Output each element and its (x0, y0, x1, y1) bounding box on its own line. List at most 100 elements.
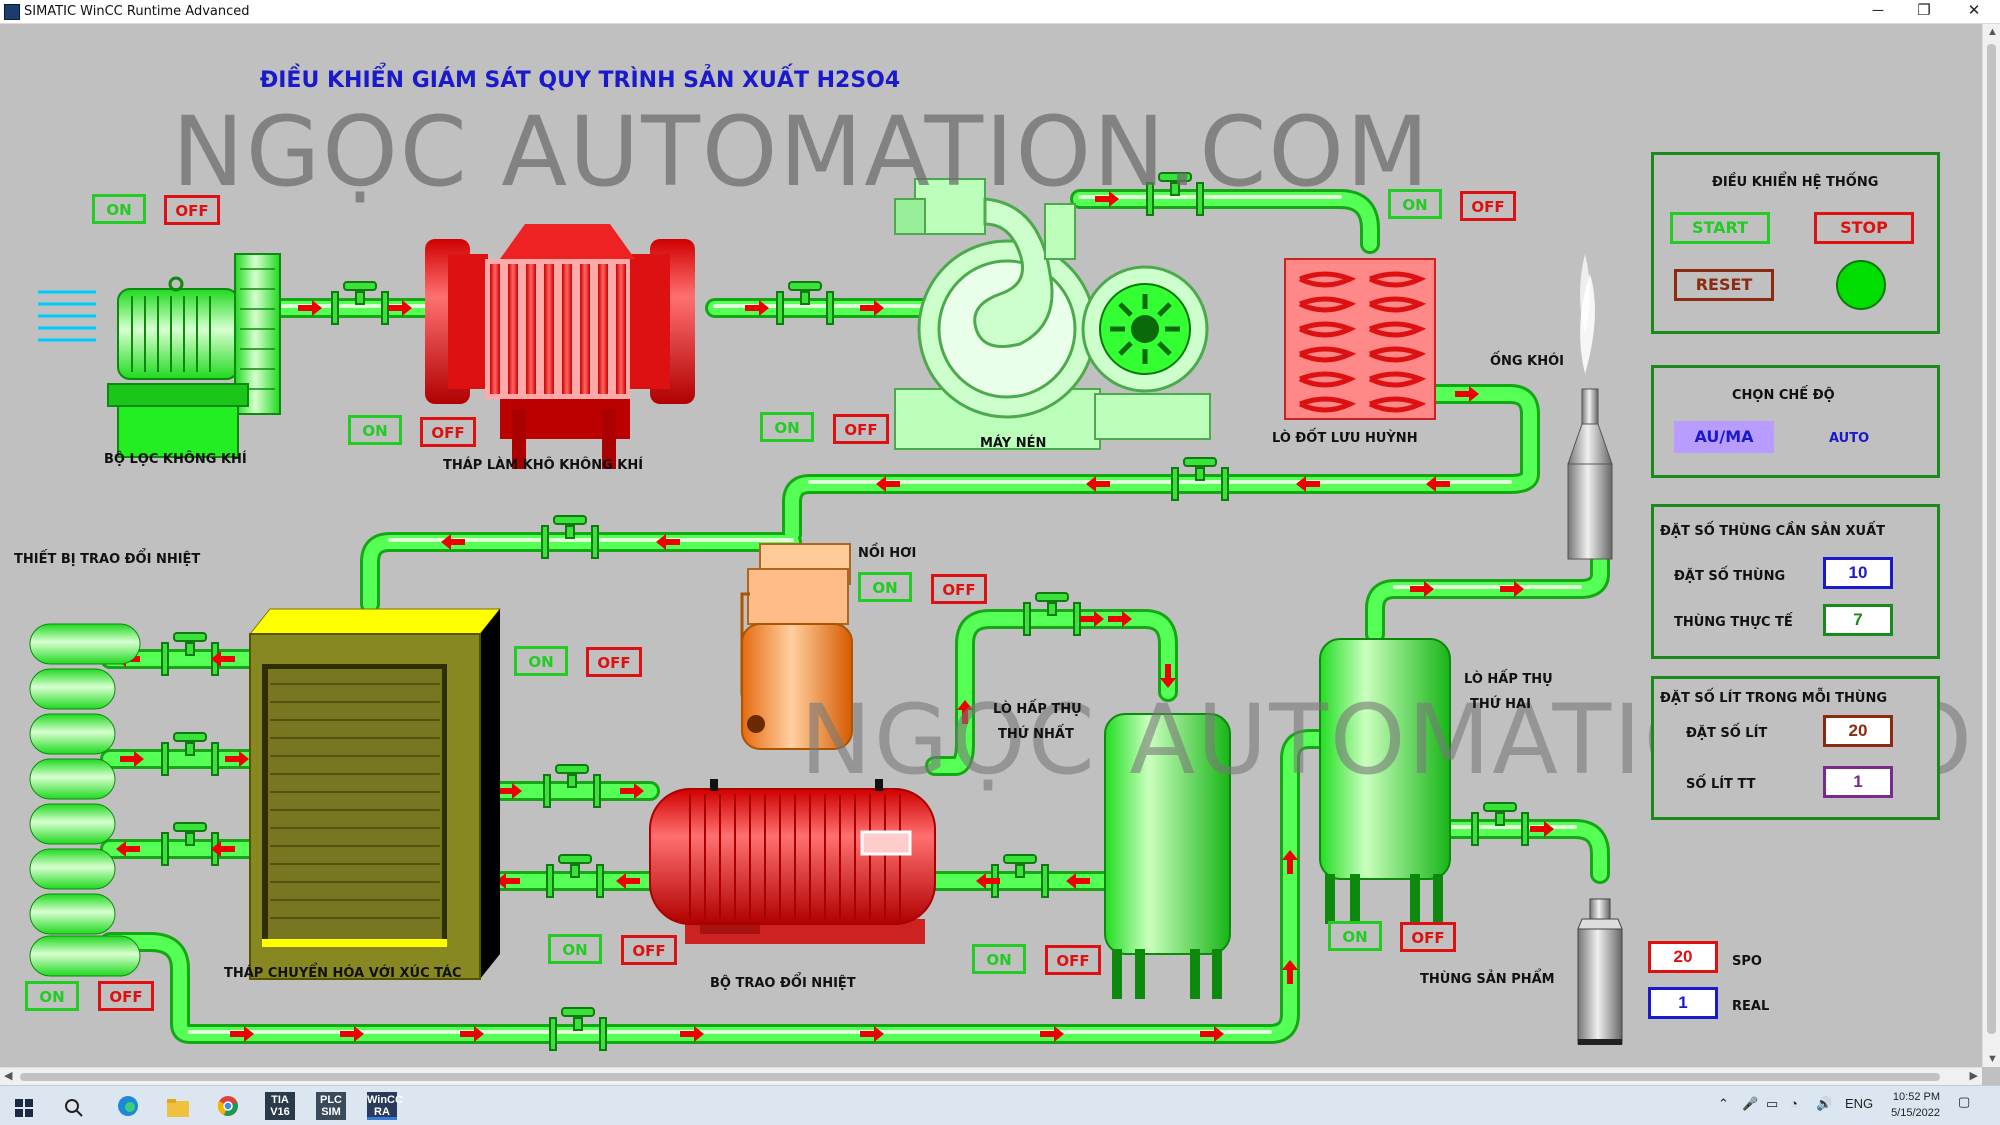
liter-setpoint-title: ĐẶT SỐ LÍT TRONG MỖI THÙNG (1660, 691, 1888, 706)
absorber-2 (1319, 638, 1451, 924)
chimney (1567, 254, 1613, 560)
microphone-icon[interactable]: 🎤 (1742, 1096, 1759, 1111)
chrome-browser-icon[interactable] (206, 1090, 250, 1122)
air-filter-off-button[interactable]: OFF (164, 195, 220, 225)
manual-mode-button[interactable]: AU/MA (1674, 421, 1774, 453)
heat-exchanger-off-button[interactable]: OFF (621, 935, 677, 965)
label-heat-exchanger: BỘ TRAO ĐỔI NHIỆT (710, 976, 856, 991)
valves (161, 172, 1529, 1051)
conversion-tower (248, 608, 502, 980)
drying-tower-off-button[interactable]: OFF (420, 417, 476, 447)
air-filter (38, 253, 281, 458)
flow-arrows (116, 191, 1554, 1042)
label-air-filter: BỘ LỌC KHÔNG KHÍ (104, 452, 247, 467)
close-button[interactable]: ✕ (1967, 2, 1981, 19)
sulfur-furnace (1284, 258, 1436, 420)
spo-field[interactable]: 20 (1648, 941, 1718, 973)
barrel-setpoint-title: ĐẶT SỐ THÙNG CẦN SẢN XUẤT (1660, 524, 1886, 539)
boiler-on-button[interactable]: ON (858, 572, 912, 602)
label-absorber-2-line2: THỨ HAI (1470, 697, 1531, 712)
heat-exchanger-device-off-button[interactable]: OFF (98, 981, 154, 1011)
mode-select-title: CHỌN CHẾ ĐỘ (1732, 388, 1835, 403)
window-titlebar: SIMATIC WinCC Runtime Advanced ─ ❐ ✕ (0, 0, 2000, 24)
drying-tower-on-button[interactable]: ON (348, 415, 402, 445)
watermark-top: NGỌC AUTOMATION.COM (172, 96, 1431, 208)
windows-taskbar: TIA V16 PLC SIM WinCC RA ⌃ 🎤 ▭ ◔ 🔊 ENG 1… (0, 1085, 2000, 1125)
heat-exchanger-device-on-button[interactable]: ON (25, 981, 79, 1011)
file-explorer-icon[interactable] (156, 1090, 200, 1122)
conversion-tower-on-button[interactable]: ON (514, 646, 568, 676)
liter-actual-label: SỐ LÍT TT (1686, 777, 1756, 792)
absorber-1 (1104, 713, 1231, 999)
network-icon[interactable]: ◔ (1790, 1096, 1798, 1111)
compressor (894, 178, 1211, 450)
real-field: 1 (1648, 987, 1718, 1019)
horizontal-scrollbar[interactable]: ◀ ▶ (0, 1067, 1982, 1085)
tray-overflow-icon[interactable]: ⌃ (1718, 1096, 1729, 1111)
edge-browser-icon[interactable] (106, 1090, 150, 1122)
taskbar-app-wincc[interactable]: WinCC RA (367, 1092, 403, 1120)
hmi-screen: NGỌC AUTOMATION.COM NGỌC AUTOMATION.COM … (0, 24, 1982, 1067)
scroll-left-icon[interactable]: ◀ (4, 1070, 13, 1082)
liter-set-field[interactable]: 20 (1823, 715, 1893, 747)
mode-select-panel: CHỌN CHẾ ĐỘ AU/MA AUTO (1651, 365, 1940, 478)
vertical-scrollbar[interactable]: ▲ ▼ (1982, 24, 2000, 1067)
notifications-icon[interactable]: ▢ (1958, 1094, 1971, 1109)
taskbar-app-tia[interactable]: TIA V16 (265, 1092, 295, 1120)
process-diagram (29, 172, 1623, 1051)
auto-mode-button[interactable]: AUTO (1829, 431, 1870, 446)
drying-tower (425, 224, 695, 469)
heat-exchanger-on-button[interactable]: ON (548, 934, 602, 964)
label-boiler: NỒI HƠI (858, 546, 917, 561)
run-indicator-lamp (1836, 260, 1886, 310)
label-conversion-tower: THÁP CHUYỂN HÓA VỚI XÚC TÁC (224, 966, 462, 981)
minimize-button[interactable]: ─ (1872, 2, 1884, 19)
clock-date: 5/15/2022 (1891, 1107, 1940, 1119)
scroll-right-icon[interactable]: ▶ (1969, 1070, 1978, 1082)
scroll-up-icon[interactable]: ▲ (1987, 26, 1998, 38)
taskbar-app-plcsim[interactable]: PLC SIM (316, 1092, 346, 1120)
barrel-actual-label: THÙNG THỰC TẾ (1674, 615, 1793, 630)
barrel-set-label: ĐẶT SỐ THÙNG (1674, 569, 1786, 584)
label-absorber-2-line1: LÒ HẤP THỤ (1464, 672, 1553, 687)
compressor-off-button[interactable]: OFF (833, 414, 889, 444)
reset-button[interactable]: RESET (1674, 269, 1774, 301)
taskbar-clock[interactable]: 10:52 PM 5/15/2022 (1891, 1089, 1940, 1121)
spo-label: SPO (1732, 954, 1762, 969)
barrel-setpoint-panel: ĐẶT SỐ THÙNG CẦN SẢN XUẤT ĐẶT SỐ THÙNG 1… (1651, 504, 1940, 659)
label-product-tank: THÙNG SẢN PHẨM (1420, 972, 1555, 987)
conversion-tower-off-button[interactable]: OFF (586, 647, 642, 677)
label-compressor: MÁY NÉN (980, 436, 1047, 451)
absorber-1-on-button[interactable]: ON (972, 944, 1026, 974)
label-heat-exchanger-device: THIẾT BỊ TRAO ĐỔI NHIỆT (14, 552, 201, 567)
system-control-panel: ĐIỀU KHIỂN HỆ THỐNG START STOP RESET (1651, 152, 1940, 334)
liter-set-label: ĐẶT SỐ LÍT (1686, 726, 1768, 741)
start-menu-icon[interactable] (2, 1090, 46, 1122)
absorber-2-off-button[interactable]: OFF (1400, 922, 1456, 952)
boiler-off-button[interactable]: OFF (931, 574, 987, 604)
wincc-app-icon (4, 4, 20, 20)
absorber-1-off-button[interactable]: OFF (1045, 945, 1101, 975)
stop-button[interactable]: STOP (1814, 212, 1914, 244)
vertical-scroll-thumb[interactable] (1987, 44, 1996, 1034)
label-drying-tower: THÁP LÀM KHÔ KHÔNG KHÍ (443, 458, 644, 473)
label-absorber-1-line1: LÒ HẤP THỤ (993, 702, 1082, 717)
barrel-set-field[interactable]: 10 (1823, 557, 1893, 589)
air-filter-on-button[interactable]: ON (92, 194, 146, 224)
scroll-down-icon[interactable]: ▼ (1987, 1053, 1998, 1065)
horizontal-scroll-thumb[interactable] (20, 1073, 1940, 1081)
compressor-on-button[interactable]: ON (760, 412, 814, 442)
liter-setpoint-panel: ĐẶT SỐ LÍT TRONG MỖI THÙNG ĐẶT SỐ LÍT 20… (1651, 676, 1940, 820)
restore-button[interactable]: ❐ (1917, 2, 1931, 19)
search-icon[interactable] (52, 1090, 96, 1122)
sulfur-furnace-on-button[interactable]: ON (1388, 189, 1442, 219)
start-button[interactable]: START (1670, 212, 1770, 244)
absorber-2-on-button[interactable]: ON (1328, 921, 1382, 951)
label-chimney: ỐNG KHÓI (1490, 354, 1564, 369)
window-title: SIMATIC WinCC Runtime Advanced (24, 4, 250, 19)
language-indicator[interactable]: ENG (1845, 1096, 1874, 1111)
speaker-icon[interactable]: 🔊 (1816, 1096, 1833, 1111)
sulfur-furnace-off-button[interactable]: OFF (1460, 191, 1516, 221)
battery-icon[interactable]: ▭ (1766, 1096, 1779, 1111)
boiler (740, 543, 853, 750)
